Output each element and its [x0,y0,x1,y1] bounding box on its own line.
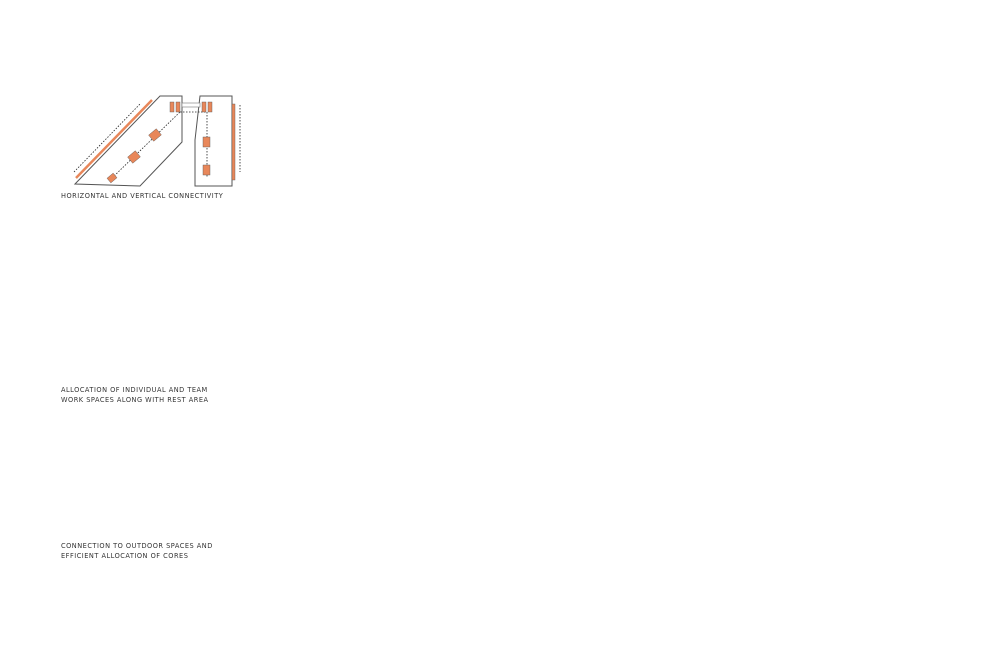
caption-outdoor-line2: EFFICIENT ALLOCATION OF CORES [61,552,189,560]
caption-allocation-line2: WORK SPACES ALONG WITH REST AREA [61,396,209,404]
caption-allocation-line1: ALLOCATION OF INDIVIDUAL AND TEAM [61,386,208,394]
connectivity-diagram [73,95,241,187]
caption-connectivity: HORIZONTAL AND VERTICAL CONNECTIVITY [61,192,224,200]
caption-outdoor-line1: CONNECTION TO OUTDOOR SPACES AND [61,542,213,550]
